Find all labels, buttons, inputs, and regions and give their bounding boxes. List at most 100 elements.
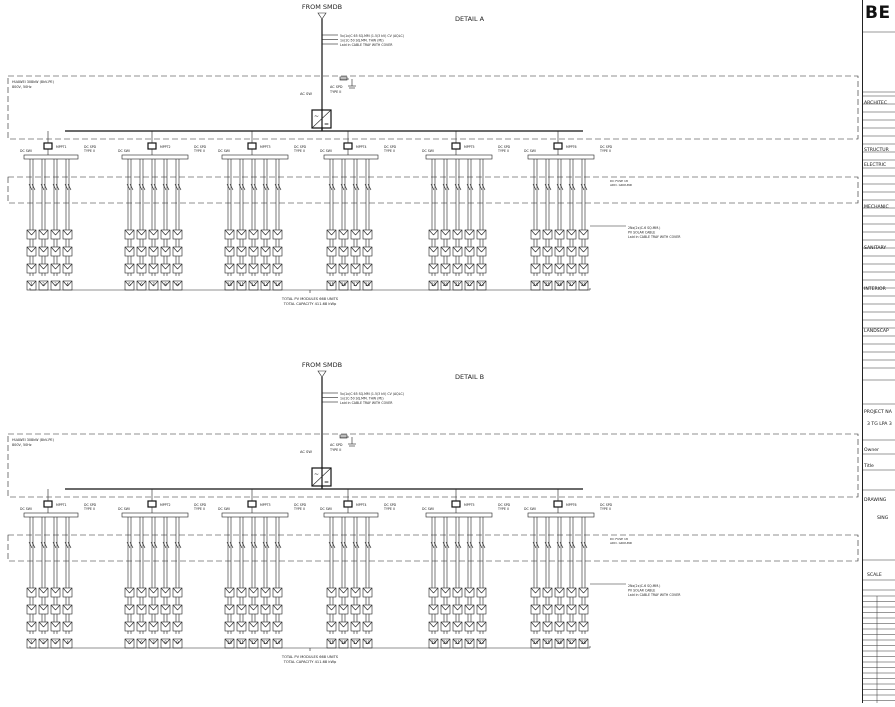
string-number: 26 [557, 282, 563, 287]
pv-module-symbol [160, 263, 171, 274]
ac-spd-label: AC SPD [330, 85, 343, 89]
dc-fuse-symbol [129, 183, 134, 191]
dc-fuse-symbol [250, 183, 255, 191]
pv-module-mark [172, 263, 178, 270]
pv-module-mark [224, 280, 230, 287]
pv-module-symbol [542, 621, 553, 632]
dc-switch-label: DC SWI [524, 149, 536, 153]
string-number: 8 [164, 282, 167, 287]
dc-spd-label: DC SPD [600, 145, 613, 149]
pv-module-mark [55, 246, 61, 253]
pv-module-mark [559, 638, 565, 645]
pv-module-mark [160, 280, 166, 287]
string-number: 12 [251, 640, 257, 645]
pv-module-symbol [160, 229, 171, 240]
pv-module-mark [50, 229, 56, 236]
pv-module-mark [50, 638, 56, 645]
pv-module-symbol [26, 229, 37, 240]
pv-module-mark [547, 280, 553, 287]
pv-module-symbol [236, 587, 247, 598]
dc-fuse-symbol [141, 541, 146, 549]
dc-fuse-symbol [40, 183, 45, 191]
pv-module-mark [350, 604, 356, 611]
pv-module-mark [530, 621, 536, 628]
dc-fuse-symbol [229, 183, 234, 191]
dc-fuse-symbol [55, 541, 60, 549]
pv-module-mark [457, 604, 463, 611]
pv-module-mark [326, 280, 332, 287]
pv-module-mark [38, 246, 44, 253]
dc-fuse-symbol [141, 183, 146, 191]
pv-module-mark [469, 638, 475, 645]
pv-module-symbol [362, 229, 373, 240]
dc-spd-type: TYPE II [193, 149, 205, 153]
ac-spd-symbol [339, 434, 348, 439]
string-number: 14 [275, 282, 281, 287]
pv-module-symbol [136, 229, 147, 240]
pv-module-mark [253, 621, 259, 628]
pv-module-mark [583, 246, 589, 253]
pv-module-mark [129, 604, 135, 611]
pv-module-mark [31, 604, 37, 611]
string-number: 1 [30, 640, 33, 645]
pv-module-mark [43, 621, 49, 628]
pv-module-mark [326, 638, 332, 645]
string-number: 17 [353, 282, 359, 287]
pv-module-mark [67, 621, 73, 628]
pv-module-mark [277, 280, 283, 287]
pv-module-mark [578, 280, 584, 287]
dc-fuse-symbol [433, 183, 438, 191]
pv-module-mark [67, 280, 73, 287]
dc-fuse-symbol [150, 183, 155, 191]
pv-module-mark [542, 587, 548, 594]
dc-fuse-symbol [331, 541, 336, 549]
pv-module-mark [153, 621, 159, 628]
pv-module-symbol [530, 604, 541, 615]
string-number: 12 [251, 282, 257, 287]
dc-fuse-symbol [532, 541, 537, 549]
dc-spd-label: DC SPD [84, 145, 97, 149]
combiner-note: ADD. GROUND [610, 541, 633, 545]
pv-module-mark [476, 246, 482, 253]
pv-module-mark [160, 604, 166, 611]
string-number: 2 [42, 640, 45, 645]
pv-module-mark [148, 246, 154, 253]
pv-module-mark [136, 638, 142, 645]
pv-module-mark [362, 604, 368, 611]
pv-module-mark [457, 638, 463, 645]
pv-module-symbol [350, 263, 361, 274]
string-number: 18 [365, 282, 371, 287]
pv-module-symbol [530, 246, 541, 257]
dc-spd-type: TYPE II [293, 149, 305, 153]
dc-spd-label: DC SPD [194, 503, 207, 507]
pv-module-mark [452, 246, 458, 253]
pv-module-mark [476, 229, 482, 236]
pv-module-mark [445, 638, 451, 645]
dc-fuse-symbol [547, 541, 552, 549]
pv-module-mark [248, 638, 254, 645]
pv-module-symbol [464, 621, 475, 632]
pv-module-symbol [50, 604, 61, 615]
dc-spd-label: DC SPD [600, 503, 613, 507]
pv-module-symbol [136, 263, 147, 274]
pv-module-symbol [428, 587, 439, 598]
pv-module-mark [530, 587, 536, 594]
pv-module-mark [141, 229, 147, 236]
pv-module-mark [583, 621, 589, 628]
pv-module-symbol [542, 604, 553, 615]
pv-module-mark [153, 604, 159, 611]
pv-module-mark [433, 638, 439, 645]
pv-module-mark [50, 621, 56, 628]
pv-module-mark [141, 246, 147, 253]
pv-module-mark [355, 604, 361, 611]
dc-fuse-symbol [274, 183, 279, 191]
pv-module-mark [129, 263, 135, 270]
pv-module-mark [172, 587, 178, 594]
string-number: 13 [263, 282, 269, 287]
pv-module-mark [165, 638, 171, 645]
pv-module-mark [554, 604, 560, 611]
pv-module-symbol [566, 263, 577, 274]
pv-module-mark [160, 263, 166, 270]
dc-fuse-symbol [556, 183, 561, 191]
pv-module-mark [50, 587, 56, 594]
